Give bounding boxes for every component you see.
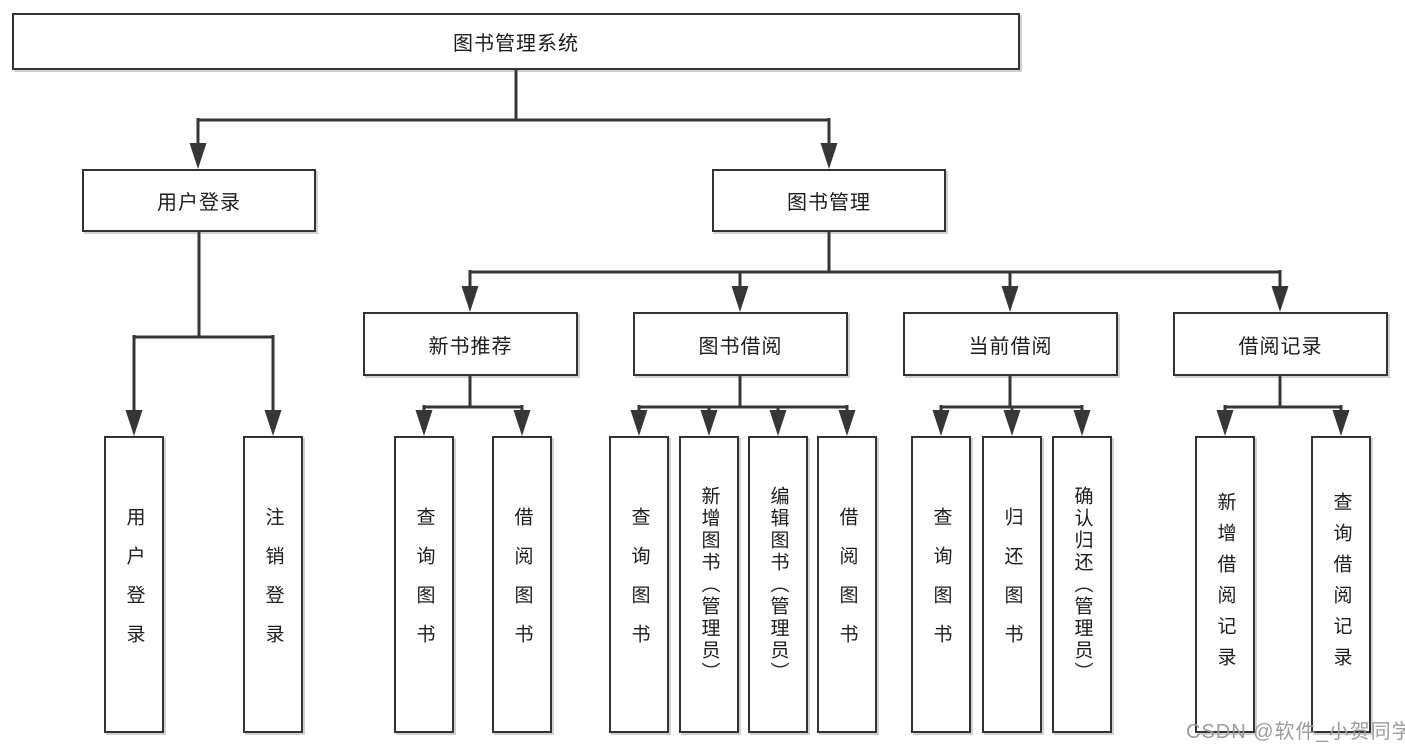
leaf-borrow-books: 借阅图书 xyxy=(817,436,877,733)
leaf-edit-books-admin: 编辑图书（管理员） xyxy=(748,436,808,733)
node-borrowing-records: 借阅记录 xyxy=(1173,312,1388,376)
leaf-confirm-return-admin: 确认归还（管理员） xyxy=(1052,436,1112,733)
node-root-system: 图书管理系统 xyxy=(12,13,1020,70)
leaf-query-books-recommend: 查询图书 xyxy=(394,436,454,733)
leaf-return-books: 归还图书 xyxy=(982,436,1042,733)
leaf-user-login: 用户登录 xyxy=(104,436,164,733)
node-current-borrowing: 当前借阅 xyxy=(903,312,1118,376)
node-book-management: 图书管理 xyxy=(712,169,946,232)
leaf-query-books-current: 查询图书 xyxy=(911,436,971,733)
leaf-borrow-books-recommend: 借阅图书 xyxy=(492,436,552,733)
leaf-query-books-borrow: 查询图书 xyxy=(609,436,669,733)
node-user-login: 用户登录 xyxy=(82,169,316,232)
node-book-borrowing: 图书借阅 xyxy=(633,312,848,376)
leaf-logout: 注销登录 xyxy=(243,436,303,733)
leaf-query-borrow-record: 查询借阅记录 xyxy=(1311,436,1371,733)
leaf-add-borrow-record: 新增借阅记录 xyxy=(1195,436,1255,733)
leaf-add-books-admin: 新增图书（管理员） xyxy=(679,436,739,733)
csdn-watermark: CSDN @软件_小贺同学 xyxy=(1186,721,1405,743)
node-new-book-recommend: 新书推荐 xyxy=(363,312,578,376)
